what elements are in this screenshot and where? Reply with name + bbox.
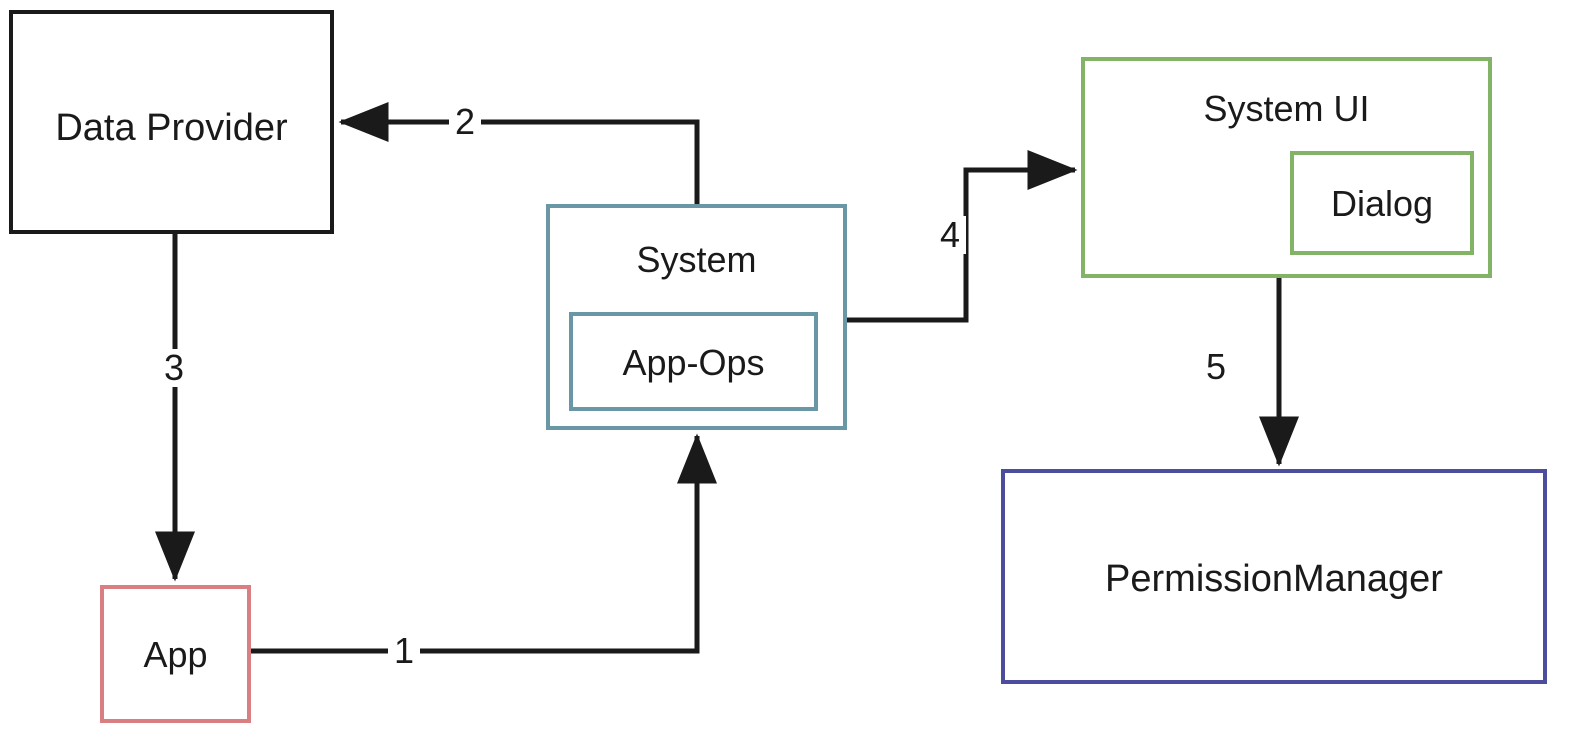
node-data-provider[interactable]: Data Provider bbox=[9, 10, 334, 234]
edge-label-2: 2 bbox=[449, 103, 482, 141]
node-system-label: System bbox=[636, 239, 757, 280]
node-dialog[interactable]: Dialog bbox=[1290, 151, 1474, 255]
node-app-label: App bbox=[143, 634, 208, 675]
node-permission-manager[interactable]: PermissionManager bbox=[1001, 469, 1547, 684]
node-app[interactable]: App bbox=[100, 585, 251, 723]
edge-label-5: 5 bbox=[1200, 348, 1233, 386]
node-dialog-label: Dialog bbox=[1330, 183, 1434, 224]
edge-2-path bbox=[338, 102, 700, 204]
node-data-provider-label: Data Provider bbox=[55, 107, 288, 149]
node-permission-manager-label: PermissionManager bbox=[1105, 558, 1443, 600]
edge-1-path bbox=[251, 433, 717, 654]
node-system-ui-label: System UI bbox=[1203, 88, 1370, 129]
edge-label-4: 4 bbox=[934, 216, 967, 254]
node-app-ops-label: App-Ops bbox=[622, 342, 765, 383]
node-app-ops[interactable]: App-Ops bbox=[569, 312, 818, 411]
edge-label-3: 3 bbox=[158, 349, 191, 387]
edge-label-1: 1 bbox=[388, 632, 421, 670]
